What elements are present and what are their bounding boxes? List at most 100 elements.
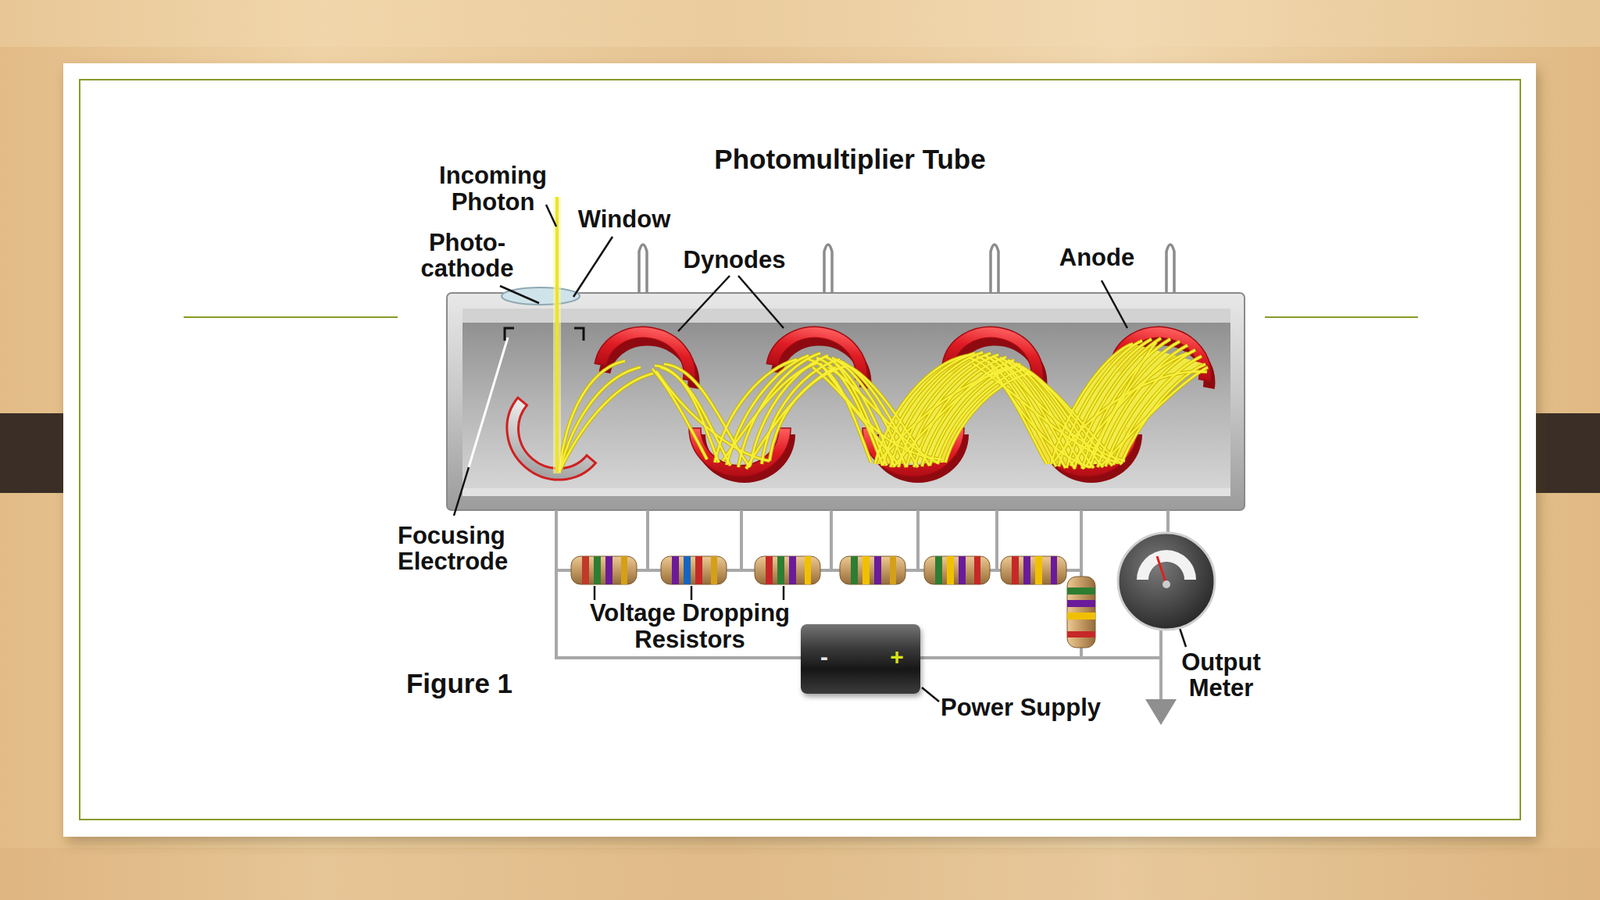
electron-path bbox=[559, 338, 1208, 472]
resistor-symbol bbox=[1067, 631, 1096, 638]
slide-frame bbox=[63, 63, 1536, 837]
resistor-symbol bbox=[765, 556, 773, 585]
wire bbox=[916, 510, 920, 571]
output-meter bbox=[1136, 550, 1197, 580]
wire bbox=[1166, 510, 1170, 535]
part-label: Dynodes bbox=[617, 246, 852, 275]
resistor-symbol bbox=[839, 556, 906, 585]
part-label: Incoming Photon bbox=[426, 162, 560, 216]
resistor-symbol bbox=[889, 556, 897, 585]
wood-background bbox=[0, 0, 1600, 47]
resistor-symbol bbox=[839, 556, 906, 585]
resistor-symbol bbox=[924, 556, 990, 585]
output-meter bbox=[1117, 532, 1215, 630]
terminal-sign: - bbox=[808, 642, 840, 671]
resistor-symbol bbox=[777, 556, 785, 585]
resistor-symbol bbox=[571, 556, 637, 585]
resistor-symbol bbox=[660, 556, 727, 585]
resistor-symbol bbox=[946, 556, 954, 585]
window bbox=[501, 287, 580, 305]
resistor-symbol bbox=[850, 556, 858, 585]
leader-line bbox=[690, 585, 693, 600]
part-label: Focusing Electrode bbox=[397, 522, 527, 575]
wire bbox=[739, 510, 743, 571]
resistor-symbol bbox=[935, 556, 943, 585]
output-meter bbox=[1162, 580, 1171, 589]
resistor-symbol bbox=[1050, 556, 1058, 585]
leader-line bbox=[738, 275, 784, 329]
resistor-symbol bbox=[1067, 587, 1096, 595]
resistor-symbol bbox=[974, 556, 981, 585]
incoming-photon bbox=[553, 196, 561, 474]
leader-line bbox=[782, 585, 786, 600]
resistor-symbol bbox=[958, 556, 966, 585]
battery-symbol: -+ bbox=[800, 624, 921, 694]
resistor-symbol bbox=[1067, 612, 1096, 620]
resistor-symbol bbox=[1000, 556, 1067, 585]
wire bbox=[829, 510, 833, 571]
resistor-symbol bbox=[660, 556, 727, 585]
ground-arrow bbox=[1145, 699, 1177, 725]
part-label: Output Meter bbox=[1172, 649, 1271, 701]
resistor-symbol bbox=[804, 556, 811, 585]
resistor-symbol bbox=[924, 556, 990, 585]
resistor-symbol bbox=[593, 556, 601, 585]
tube-pin bbox=[639, 244, 647, 297]
part-label: Anode bbox=[979, 243, 1215, 272]
part-label: Voltage Dropping Resistors bbox=[576, 600, 804, 654]
wire bbox=[995, 510, 999, 571]
resistor-symbol bbox=[754, 556, 821, 585]
diagram-title: Photomultiplier Tube bbox=[576, 143, 1124, 175]
leader-line bbox=[546, 204, 557, 227]
leader-line bbox=[1101, 280, 1128, 329]
part-label: Power Supply bbox=[940, 693, 1191, 722]
resistor-symbol bbox=[862, 556, 870, 585]
resistor-symbol bbox=[621, 556, 628, 585]
focusing-electrode bbox=[486, 397, 596, 500]
bracket bbox=[574, 328, 584, 341]
tube-pin bbox=[824, 244, 833, 297]
figure-caption: Figure 1 bbox=[342, 667, 577, 700]
resistor-symbol bbox=[695, 556, 703, 585]
resistor-symbol bbox=[582, 556, 590, 585]
resistor-symbol bbox=[671, 556, 679, 585]
tube-body bbox=[462, 308, 1231, 323]
resistor-symbol bbox=[874, 556, 882, 585]
ground-arrow bbox=[1145, 699, 1177, 725]
slide-frame bbox=[63, 63, 1536, 837]
resistor-symbol bbox=[605, 556, 613, 585]
resistor-symbol bbox=[1035, 556, 1043, 585]
resistor-symbol bbox=[789, 556, 797, 585]
window bbox=[501, 287, 580, 305]
resistor-symbol bbox=[1067, 600, 1096, 608]
tube-pin bbox=[1166, 244, 1175, 297]
bracket bbox=[504, 328, 584, 341]
resistor-symbol bbox=[710, 556, 718, 585]
leader-line bbox=[500, 285, 540, 304]
slide-frame bbox=[79, 79, 1521, 820]
wire bbox=[1159, 628, 1163, 700]
electron-path bbox=[559, 338, 1208, 472]
leader-line bbox=[921, 687, 940, 702]
wood-background bbox=[0, 847, 1600, 900]
resistor-symbol bbox=[1000, 556, 1067, 585]
part-label: Window bbox=[507, 205, 742, 234]
wire bbox=[556, 510, 1168, 700]
focusing-electrode bbox=[486, 397, 596, 500]
incoming-photon bbox=[555, 196, 559, 474]
leader-line bbox=[573, 236, 613, 297]
resistor-symbol bbox=[1067, 576, 1096, 648]
resistor-symbol bbox=[1067, 576, 1096, 648]
tube-pin bbox=[990, 244, 999, 297]
wire bbox=[914, 656, 1161, 660]
incoming-photon bbox=[557, 196, 558, 474]
electron-path bbox=[559, 338, 1208, 472]
terminal-sign: + bbox=[881, 642, 913, 671]
output-meter bbox=[1157, 556, 1167, 585]
leader-line bbox=[453, 467, 469, 516]
resistor-symbol bbox=[754, 556, 821, 585]
wire bbox=[646, 510, 650, 571]
leader-line-inside bbox=[468, 337, 508, 468]
